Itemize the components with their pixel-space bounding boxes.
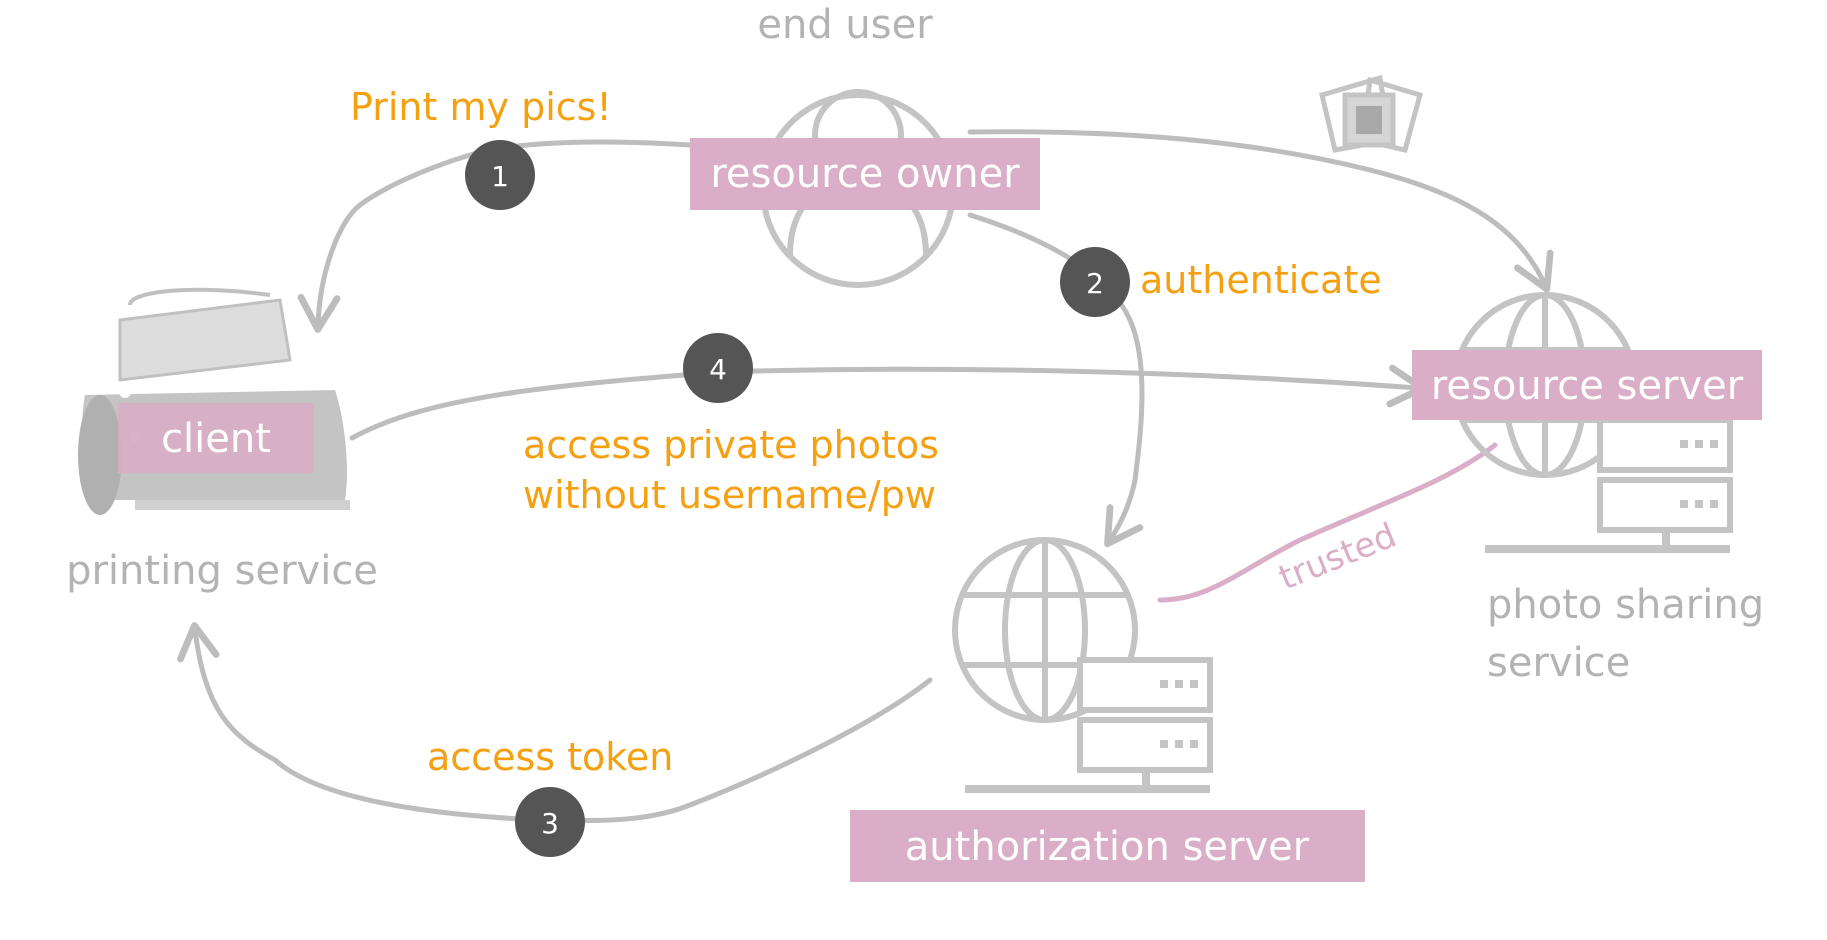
- end-user-label: end user: [757, 2, 933, 48]
- svg-text:2: 2: [1086, 267, 1104, 300]
- step-2-badge: 2: [1060, 247, 1130, 317]
- arrow-owner-to-auth-server: [967, 212, 1145, 548]
- step-4-text-line2: without username/pw: [523, 473, 936, 517]
- trusted-label: trusted: [1273, 515, 1401, 598]
- authorization-server-box: [850, 810, 1365, 882]
- resource-owner-box: [690, 138, 1040, 210]
- client-label: client: [161, 416, 271, 462]
- resource-server-box: [1412, 350, 1762, 420]
- step-4-text-line1: access private photos: [523, 423, 939, 467]
- resource-owner-label: resource owner: [710, 151, 1020, 197]
- photo-sharing-label-line2: service: [1487, 640, 1630, 686]
- server-dots: [1680, 440, 1718, 508]
- step-1-text: Print my pics!: [350, 85, 612, 129]
- svg-text:1: 1: [491, 160, 509, 193]
- trusted-link: [1157, 442, 1498, 603]
- svg-text:3: 3: [541, 807, 559, 840]
- photo-sharing-label-line1: photo sharing: [1487, 582, 1764, 628]
- client-box: [118, 403, 314, 473]
- arrow-owner-to-client: [297, 139, 693, 333]
- arrow-owner-to-resource-server: [967, 129, 1554, 293]
- step-3-text: access token: [427, 735, 673, 779]
- authorization-server-label: authorization server: [905, 824, 1310, 870]
- server-base: [1662, 530, 1670, 550]
- resource-server-label: resource server: [1431, 363, 1744, 409]
- printer-icon: [78, 287, 350, 515]
- arrow-client-to-resource-server: [349, 364, 1426, 441]
- step-4-badge: 4: [683, 333, 753, 403]
- step-2-text: authenticate: [1140, 258, 1382, 302]
- photos-icon: [1319, 74, 1424, 153]
- svg-text:4: 4: [709, 353, 727, 386]
- printing-service-label: printing service: [66, 548, 378, 594]
- step-1-badge: 1: [465, 140, 535, 210]
- step-3-badge: 3: [515, 787, 585, 857]
